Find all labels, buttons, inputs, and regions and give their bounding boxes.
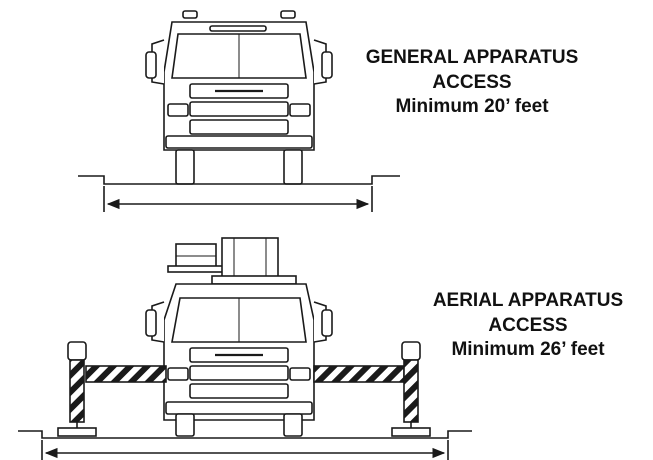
- general-truck-front: [145, 10, 333, 185]
- aerial-ladder-basket: [167, 237, 297, 285]
- aerial-title-line2: ACCESS: [488, 314, 568, 336]
- aerial-right-outrigger: [313, 341, 431, 437]
- aerial-left-outrigger: [57, 341, 167, 437]
- general-width-dimension: [103, 186, 373, 212]
- aerial-width-dimension: [41, 440, 449, 460]
- aerial-ground-line: [18, 430, 472, 439]
- aerial-truck-front: [145, 283, 333, 437]
- general-apparatus-label: GENERAL APPARATUS ACCESS Minimum 20’ fee…: [336, 46, 608, 120]
- general-title-line1: GENERAL APPARATUS: [365, 47, 579, 68]
- general-minimum-width: Minimum 20’ feet: [395, 96, 549, 118]
- general-ground-line: [78, 175, 400, 185]
- general-title-line2: ACCESS: [432, 71, 512, 93]
- aerial-apparatus-label: AERIAL APPARATUS ACCESS Minimum 26’ feet: [408, 289, 648, 363]
- aerial-minimum-width: Minimum 26’ feet: [451, 339, 605, 361]
- aerial-title-line1: AERIAL APPARATUS: [432, 290, 624, 311]
